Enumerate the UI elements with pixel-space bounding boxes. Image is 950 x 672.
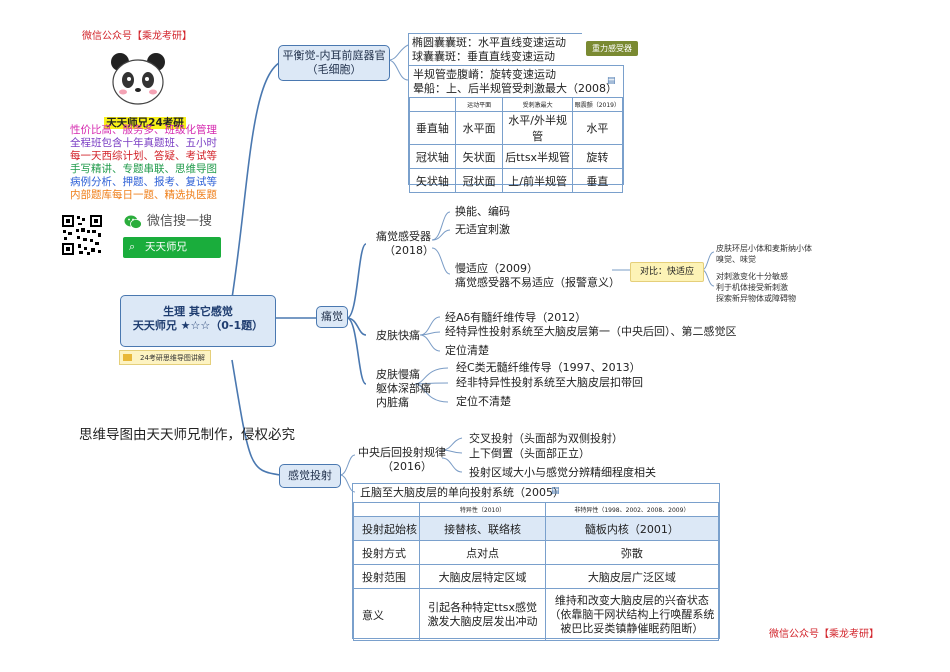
canal-cell: 水平面 (454, 111, 504, 145)
center-tag: 24考研思维导图讲解 (119, 350, 211, 365)
canal-cell: 冠状轴 (409, 144, 456, 169)
watermark-top: 微信公众号【乘龙考研】 (82, 31, 192, 42)
wechat-icon (124, 214, 142, 230)
wechat-search-value: 天天师兄 (145, 241, 187, 253)
canal-th-0 (409, 97, 456, 112)
pain-node[interactable]: 痛觉 (316, 306, 348, 328)
tag-icon (123, 354, 132, 361)
promo-lines: 性价比高、服务多、班级化管理全程班包含十年真题班、五小时每一天西综计划、答疑、考… (70, 124, 230, 202)
canal-cell: 后ttsx半规管 (502, 144, 573, 169)
canal-cell: 垂直 (571, 168, 624, 193)
canal-th-2: 受刺激最大 (502, 97, 573, 112)
slow-pain-item: 经非特异性投射系统至大脑皮层扣带回 (456, 376, 643, 389)
canal-cell: 旋转 (571, 144, 624, 169)
canal-ampulla: 半规管壶腹嵴：旋转变速运动 (413, 68, 556, 81)
receptor-item: 换能、编码 (455, 205, 510, 218)
panda-logo (106, 50, 170, 110)
canal-cell: 矢状面 (454, 144, 504, 169)
proj-cell: 大脑皮层特定区域 (419, 564, 546, 589)
projection-rule: 交叉投射（头面部为双侧投射） (469, 432, 623, 445)
postcentral-rule-year: （2016） (382, 460, 432, 473)
compare-item: 皮肤环层小体和麦斯纳小体 (716, 244, 812, 253)
promo-line: 手写精讲、专题串联、思维导图 (70, 163, 217, 175)
canal-cell: 冠状面 (454, 168, 504, 193)
qr-code (61, 214, 103, 256)
watermark-bottom: 微信公众号【乘龙考研】 (769, 629, 879, 640)
canal-cell: 垂直轴 (409, 111, 456, 145)
fast-pain-item: 经Aδ有髓纤维传导（2012） (445, 311, 587, 324)
canal-cell: 矢状轴 (409, 168, 456, 193)
promo-line: 病例分析、押题、报考、复试等 (70, 176, 217, 188)
proj-cell: 弥散 (544, 540, 720, 565)
compare-fast-adapt-tag: 对比：快适应 (630, 262, 704, 282)
balance-node[interactable]: 平衡觉-内耳前庭器官 （毛细胞） (278, 45, 390, 81)
promo-title: 天天师兄24考研 (104, 117, 186, 129)
promo-line: 性价比高、服务多、班级化管理 (70, 124, 217, 136)
balance-line2: （毛细胞） (306, 63, 362, 76)
note-icon: ▤ (607, 76, 616, 86)
pain-receptor-year: （2018） (384, 244, 434, 257)
canal-cell: 水平 (571, 111, 624, 145)
proj-th-1: 特异性（2010） (419, 502, 546, 517)
projection-rule: 上下倒置（头面部正立） (469, 447, 590, 460)
fast-pain-label: 皮肤快痛 (376, 329, 420, 342)
slow-pain-item: 经C类无髓纤维传导（1997、2013） (456, 361, 641, 374)
fast-pain-item: 定位清楚 (445, 344, 489, 357)
proj-cell: 投射方式 (352, 540, 421, 565)
projection-system-title: 丘脑至大脑皮层的单向投射系统（2005） (360, 486, 564, 499)
canal-cell: 水平/外半规管 (502, 111, 573, 145)
proj-cell: 大脑皮层广泛区域 (544, 564, 720, 589)
proj-th-0 (352, 502, 421, 517)
compare-item: 对刺激变化十分敏感 (716, 272, 788, 281)
compare-item: 探索新异物体或障碍物 (716, 294, 796, 303)
center-line1: 生理 其它感觉 (163, 305, 233, 318)
canal-th-3: 眼震颤（2019） (571, 97, 624, 112)
proj-cell: 维持和改变大脑皮层的兴奋状态 （依靠脑干网状结构上行唤醒系统 被巴比妥类镇静催眠… (544, 588, 720, 641)
fast-pain-item: 经特异性投射系统至大脑皮层第一（中央后回）、第二感觉区 (445, 325, 737, 338)
proj-cell: 髓板内核（2001） (544, 516, 720, 541)
proj-cell: 引起各种特定ttsx感觉 激发大脑皮层发出冲动 (419, 588, 546, 641)
canal-cell: 上/前半规管 (502, 168, 573, 193)
balance-line1: 平衡觉-内耳前庭器官 (282, 49, 386, 62)
gravity-receptor-tag: 重力感受器 (586, 41, 638, 56)
promo-line: 每一天西综计划、答疑、考试等 (70, 150, 217, 162)
otolith-utricle: 椭圆囊囊斑：水平直线变速运动 (412, 36, 566, 49)
projection-rule: 投射区域大小与感觉分辨精细程度相关 (469, 466, 656, 479)
proj-cell: 接替核、联络核 (419, 516, 546, 541)
wechat-search-box[interactable]: ⌕ 天天师兄 (123, 237, 221, 258)
promo-line: 全程班包含十年真题班、五小时 (70, 137, 217, 149)
slow-pain-label: 躯体深部痛 (376, 382, 431, 395)
otolith-saccule: 球囊囊斑：垂直直线变速运动 (412, 50, 555, 63)
copyright-note: 思维导图由天天师兄制作，侵权必究 (79, 427, 295, 443)
proj-cell: 点对点 (419, 540, 546, 565)
center-line2: 天天师兄 ★☆☆（0-1题） (132, 319, 264, 332)
pain-receptor-label: 痛觉感受器 (376, 230, 431, 243)
search-icon: ⌕ (129, 240, 136, 253)
proj-cell: 投射起始核 (352, 516, 421, 541)
receptor-item: 痛觉感受器不易适应（报警意义） (455, 276, 620, 289)
proj-th-2: 非特异性（1998、2002、2008、2009） (544, 502, 720, 517)
postcentral-rule-label: 中央后回投射规律 (358, 446, 446, 459)
receptor-item: 无适宜刺激 (455, 223, 510, 236)
sensory-projection-node[interactable]: 感觉投射 (279, 464, 341, 488)
slow-pain-label: 皮肤慢痛 (376, 368, 420, 381)
promo-line: 内部题库每日一题、精选执医题 (70, 189, 217, 201)
center-tag-text: 24考研思维导图讲解 (140, 354, 205, 362)
center-node[interactable]: 生理 其它感觉 天天师兄 ★☆☆（0-1题） (120, 295, 276, 347)
promo-title-wrap: 天天师兄24考研 (90, 111, 200, 130)
receptor-item: 慢适应（2009） (455, 262, 538, 275)
projection-table: 特异性（2010） 非特异性（1998、2002、2008、2009） 投射起始… (352, 502, 720, 641)
canal-th-1: 运动平面 (454, 97, 504, 112)
proj-cell: 意义 (352, 588, 421, 641)
canal-table: 运动平面 受刺激最大 眼震颤（2019） 垂直轴 水平面 水平/外半规管 水平 … (409, 97, 624, 193)
slow-pain-label: 内脏痛 (376, 396, 409, 409)
canal-seasick: 晕船：上、后半规管受刺激最大（2008） (413, 82, 617, 95)
wechat-search-label: 微信搜一搜 (147, 214, 213, 229)
proj-cell: 投射范围 (352, 564, 421, 589)
note-icon: ▤ (551, 486, 560, 496)
compare-item: 利于机体接受新刺激 (716, 283, 788, 292)
slow-pain-item: 定位不清楚 (456, 395, 511, 408)
compare-item: 嗅觉、味觉 (716, 255, 756, 264)
